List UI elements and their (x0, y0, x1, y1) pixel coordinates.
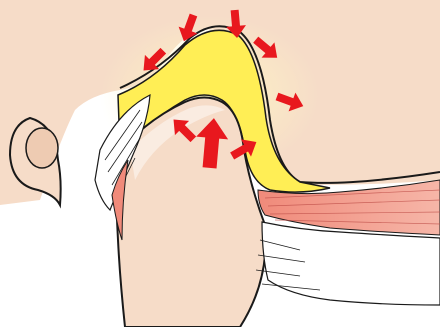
tendon (262, 222, 440, 305)
